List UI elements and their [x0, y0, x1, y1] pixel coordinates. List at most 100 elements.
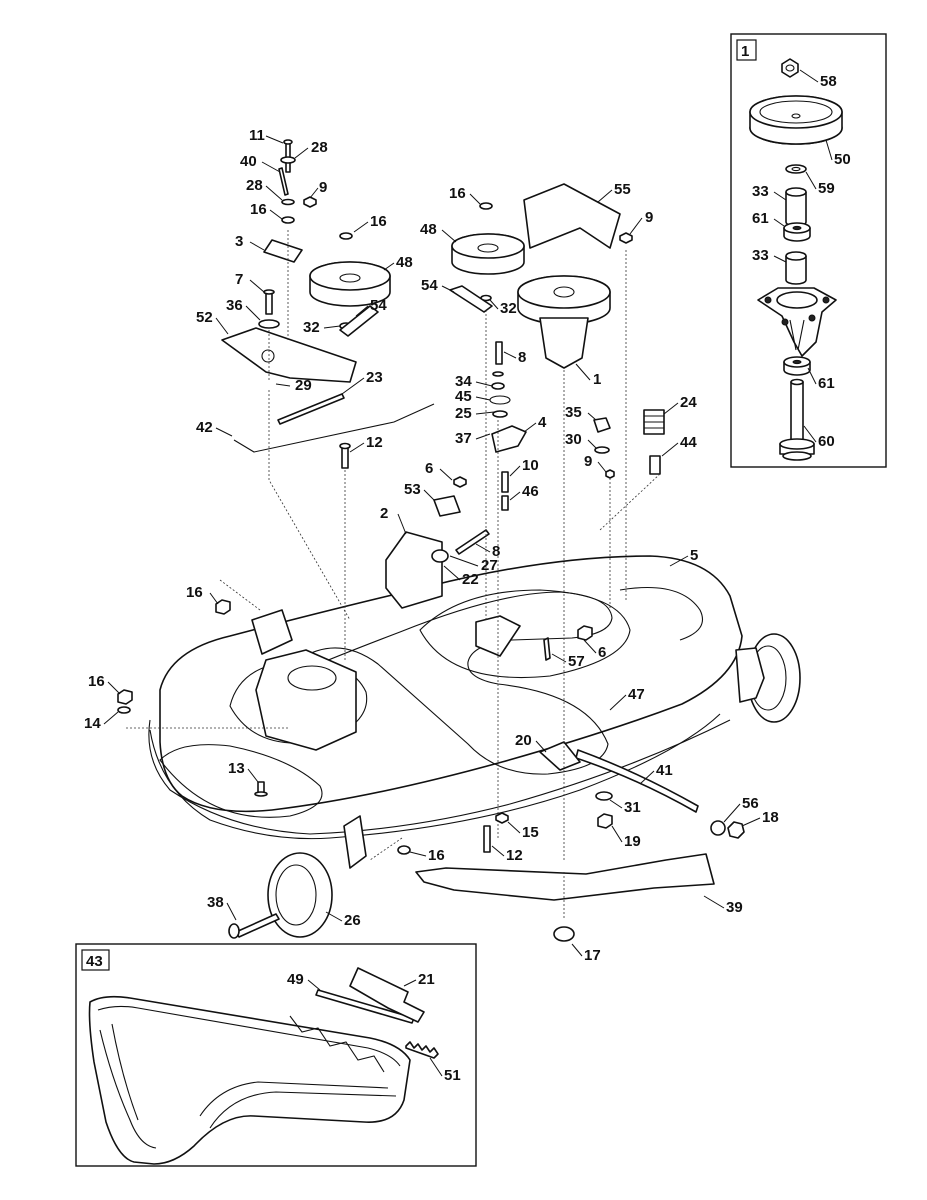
callout-leader-c32a — [323, 325, 341, 329]
left-spindle-housing — [255, 649, 357, 751]
callout-c16c: 16 — [449, 185, 466, 202]
callout-c54b: 54 — [421, 277, 438, 294]
spindle-spacer-lower — [785, 256, 807, 285]
callout-leader-c56 — [723, 803, 741, 823]
callout-leader-c49 — [307, 979, 321, 991]
callout-leader-c37 — [475, 433, 491, 440]
callout-leader-c32b — [489, 299, 499, 310]
callout-leader-c48a — [383, 262, 395, 271]
callout-c37: 37 — [455, 430, 472, 447]
callout-c44: 44 — [680, 434, 697, 451]
callout-c5: 5 — [690, 547, 698, 564]
callout-leader-c34 — [475, 381, 493, 387]
chute-inset-tag-box — [81, 949, 110, 971]
bracket-3 — [263, 239, 303, 263]
callout-c25: 25 — [455, 405, 472, 422]
deck-drive-belt — [259, 591, 613, 775]
callout-c15: 15 — [522, 824, 539, 841]
callout-leader-c40 — [261, 161, 281, 173]
callout-leader-c16b — [353, 221, 369, 233]
callout-c45: 45 — [455, 388, 472, 405]
pulley-bracket-left — [339, 305, 379, 337]
tension-spring — [277, 393, 345, 425]
callout-leader-c42 — [215, 427, 233, 437]
callout-c9a: 9 — [319, 179, 327, 196]
callout-c29: 29 — [295, 377, 312, 394]
callout-c24: 24 — [680, 394, 697, 411]
callout-c21: 21 — [418, 971, 435, 988]
callout-leader-c26 — [325, 911, 343, 922]
callout-c50: 50 — [834, 151, 851, 168]
callout-leader-c54a — [355, 305, 369, 317]
callout-c9b: 9 — [645, 209, 653, 226]
callout-leader-c52 — [215, 317, 229, 335]
callout-c38: 38 — [207, 894, 224, 911]
callout-leader-c30 — [587, 439, 597, 449]
callout-leader-c8a — [503, 351, 517, 359]
callout-c28b: 28 — [246, 177, 263, 194]
callout-leader-c3 — [249, 241, 265, 251]
callout-c18: 18 — [762, 809, 779, 826]
chute-inset-frame — [75, 943, 477, 1167]
plug-35 — [593, 417, 611, 433]
callout-c16e: 16 — [88, 673, 105, 690]
mower-deck — [148, 531, 801, 942]
callout-c53: 53 — [404, 481, 421, 498]
nut-9b — [619, 232, 633, 244]
callout-c59: 59 — [818, 180, 835, 197]
callout-leader-c54b — [441, 285, 455, 293]
callout-leader-c45 — [475, 396, 491, 401]
callout-c54a: 54 — [370, 297, 387, 314]
idler-pulley-right — [451, 233, 525, 275]
callout-c26: 26 — [344, 912, 361, 929]
spindle-pulley — [749, 95, 843, 145]
right-gauge-wheel — [735, 633, 801, 723]
callout-leader-c16f — [409, 851, 427, 857]
callout-leader-c41 — [639, 770, 655, 785]
callout-leader-c59 — [805, 171, 817, 190]
callout-c55: 55 — [614, 181, 631, 198]
callout-c51: 51 — [444, 1067, 461, 1084]
callout-c61a: 61 — [752, 210, 769, 227]
callout-leader-c61a — [773, 218, 785, 227]
callout-leader-c9a — [309, 187, 319, 199]
callout-c11: 11 — [249, 127, 265, 144]
callout-leader-c1 — [575, 363, 591, 381]
callout-leader-c6b — [583, 639, 597, 654]
callout-c35: 35 — [565, 404, 582, 421]
callout-c6b: 6 — [598, 644, 606, 661]
callout-c6a: 6 — [425, 460, 433, 477]
callout-leader-c51 — [429, 1057, 443, 1077]
spindle-spacer-upper — [785, 192, 807, 227]
callout-leader-c16d — [209, 592, 219, 605]
callout-leader-c2 — [397, 513, 407, 535]
callout-c33b: 33 — [752, 247, 769, 264]
callout-leader-c47 — [609, 694, 627, 711]
wheel-axle-bolt — [235, 913, 280, 938]
chute-inset-tag: 43 — [86, 953, 103, 970]
callout-leader-c9c — [597, 461, 607, 473]
callout-c17: 17 — [584, 947, 601, 964]
chute-bracket — [349, 967, 425, 1023]
callout-c8a: 8 — [518, 349, 526, 366]
main-spindle-pulley — [517, 275, 611, 369]
callout-leader-c15 — [507, 821, 521, 834]
callout-leader-c16a — [269, 209, 283, 220]
callout-c32b: 32 — [500, 300, 517, 317]
callout-leader-c11 — [265, 135, 284, 144]
callout-leader-c39 — [703, 895, 725, 909]
callout-c3: 3 — [235, 233, 243, 250]
callout-leader-c16c — [469, 193, 481, 205]
callout-c57: 57 — [568, 653, 585, 670]
callout-leader-c28b — [265, 185, 283, 201]
callout-c12a: 12 — [366, 434, 383, 451]
chute-spring — [405, 1041, 439, 1059]
callout-c10: 10 — [522, 457, 539, 474]
idler-rod — [233, 403, 435, 453]
callout-leader-c55 — [597, 189, 613, 203]
spindle-inset-tag: 1 — [741, 43, 749, 60]
callout-c16b: 16 — [370, 213, 387, 230]
discharge-chute — [88, 995, 411, 1165]
